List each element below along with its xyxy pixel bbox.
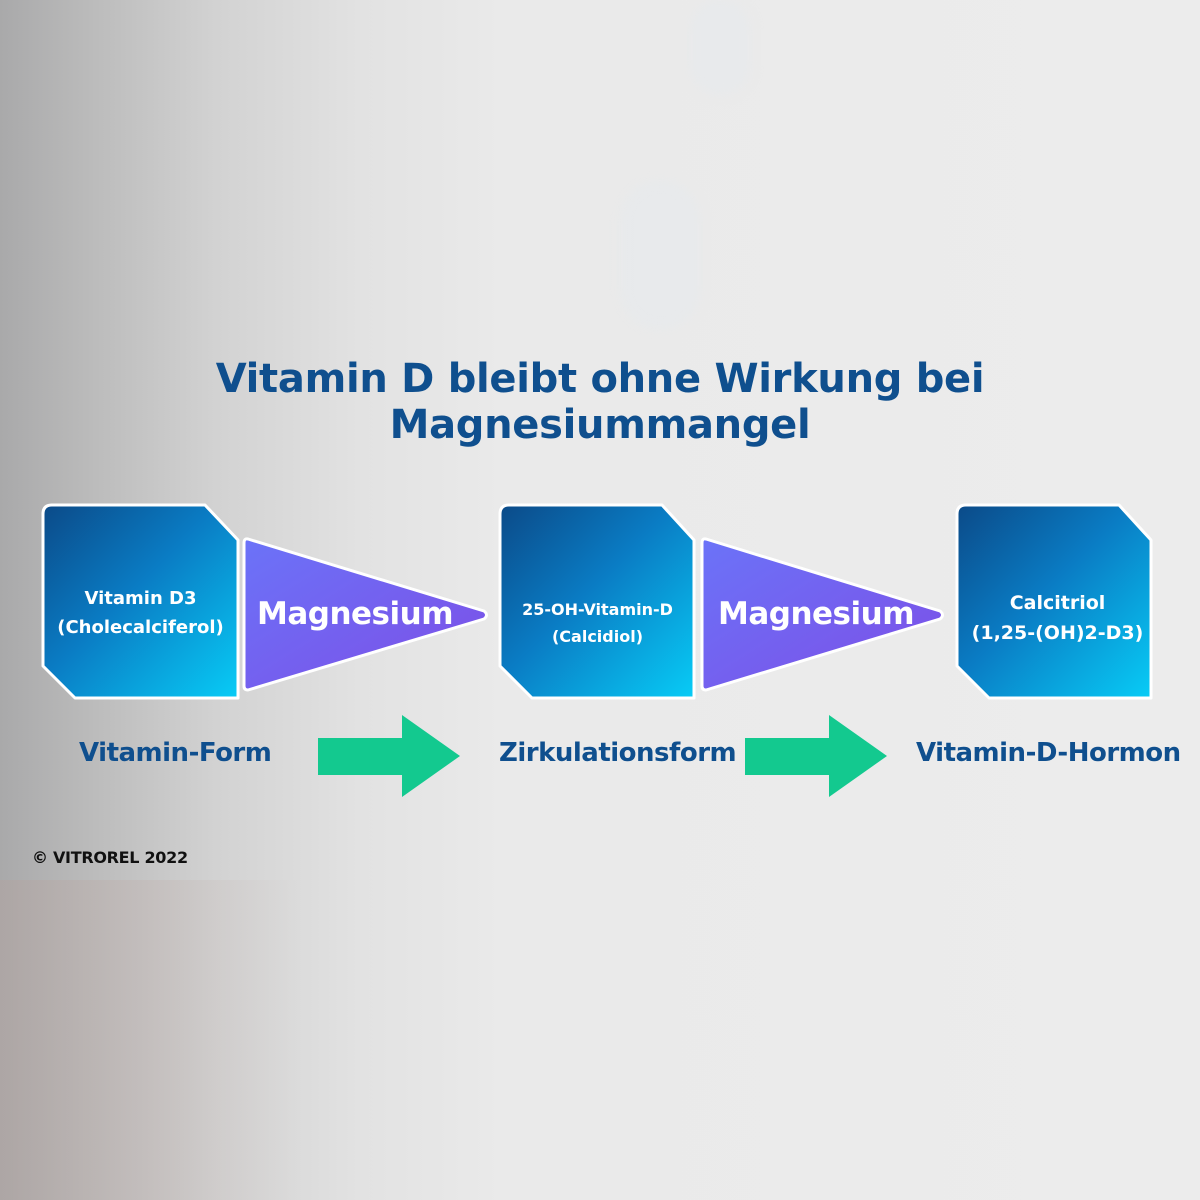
page-title: Vitamin D bleibt ohne Wirkung bei Magnes… xyxy=(215,356,985,448)
stage-3-name: Calcitriol xyxy=(1009,592,1106,614)
stage-2-name: 25-OH-Vitamin-D xyxy=(522,600,673,619)
stage-box-3 xyxy=(955,503,1153,700)
background-ghost-shape xyxy=(690,0,750,95)
stage-3-chemical: (1,25-(OH)2-D3) xyxy=(971,622,1144,644)
stage-box-1 xyxy=(41,503,240,700)
stage-2-label: Zirkulationsform xyxy=(499,738,737,768)
magnesium-converter-1 xyxy=(242,537,488,692)
background-tint xyxy=(0,880,300,1200)
stage-1-chemical: (Cholecalciferol) xyxy=(57,617,224,638)
stage-1-label: Vitamin-Form xyxy=(79,738,272,768)
stage-box-2 xyxy=(498,503,696,700)
stage-3-label: Vitamin-D-Hormon xyxy=(916,738,1181,768)
stage-box-1-text: Vitamin D3 (Cholecalciferol) xyxy=(43,584,238,642)
magnesium-converter-2 xyxy=(700,537,944,692)
stage-box-2-text: 25-OH-Vitamin-D (Calcidiol) xyxy=(500,596,695,650)
magnesium-label-1: Magnesium xyxy=(257,596,454,632)
arrow-right-icon xyxy=(318,715,460,797)
stage-1-name: Vitamin D3 xyxy=(84,588,197,609)
copyright-notice: © VITROREL 2022 xyxy=(32,848,188,867)
background-ghost-shape xyxy=(620,180,700,330)
magnesium-label-2: Magnesium xyxy=(718,596,915,632)
arrow-right-icon xyxy=(745,715,887,797)
stage-box-3-text: Calcitriol (1,25-(OH)2-D3) xyxy=(960,588,1155,648)
stage-2-chemical: (Calcidiol) xyxy=(551,627,644,646)
